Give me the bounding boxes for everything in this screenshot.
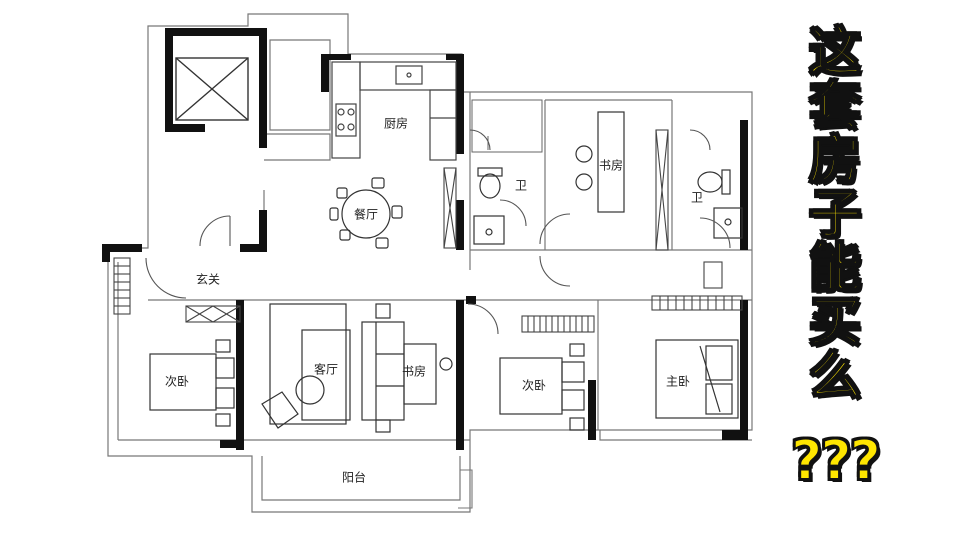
room-label-bath2: 卫 <box>691 191 703 205</box>
room-label-living: 客厅 <box>314 362 338 377</box>
wardrobe-icon <box>113 257 131 315</box>
headline-char-2: 套 <box>808 77 862 137</box>
room-label-kitchen: 厨房 <box>384 116 408 131</box>
stove-icon <box>335 103 357 137</box>
room-label-bedroom-mid: 次卧 <box>522 379 546 393</box>
shower-icon <box>471 99 543 153</box>
kitchen-counter <box>331 61 457 161</box>
headline-char-6: 买 <box>808 293 862 353</box>
room-label-bath1: 卫 <box>515 179 527 193</box>
sink-icon <box>473 215 505 245</box>
headline-char-4: 子 <box>808 185 862 245</box>
sink-icon <box>395 65 423 85</box>
kitchen-partition <box>443 167 457 249</box>
door-swing-icon <box>145 129 731 335</box>
bookshelf-icon <box>655 129 669 251</box>
wardrobe-icon <box>651 261 743 311</box>
headline-char-7: 么 <box>808 347 862 407</box>
room-label-balcony: 阳台 <box>342 470 366 485</box>
tv-cabinet <box>269 303 351 425</box>
headline: 这 套 房 子 能 买 么 <box>780 23 890 407</box>
walls <box>102 28 748 450</box>
headline-char-5: 能 <box>808 239 862 299</box>
room-label-master: 主卧 <box>666 375 690 389</box>
desk-icon <box>575 111 625 213</box>
toilet-icon <box>697 169 731 195</box>
wardrobe-icon <box>521 315 595 333</box>
armchair-icon <box>261 375 325 429</box>
room-label-bedroom-left: 次卧 <box>165 375 189 389</box>
headline-question-marks: ??? <box>790 428 882 493</box>
room-label-study-mid: 书房 <box>402 364 426 379</box>
balcony-rail <box>458 469 473 509</box>
plan-outline <box>107 13 753 513</box>
headline-char-3: 房 <box>808 131 862 191</box>
sink-icon <box>713 207 743 239</box>
dining-table-icon <box>329 177 403 249</box>
elevator-icon <box>175 57 249 121</box>
bed-icon <box>655 339 739 419</box>
bed-icon <box>149 339 235 427</box>
toilet-icon <box>477 167 503 199</box>
headline-char-1: 这 <box>808 23 862 83</box>
room-label-study-top: 书房 <box>599 158 623 173</box>
entrance-cabinet <box>185 305 241 323</box>
bed-icon <box>499 343 585 431</box>
room-label-entrance: 玄关 <box>196 272 220 287</box>
room-label-dining: 餐厅 <box>354 207 378 222</box>
study-desk <box>403 343 453 405</box>
sofa-icon <box>361 303 405 433</box>
